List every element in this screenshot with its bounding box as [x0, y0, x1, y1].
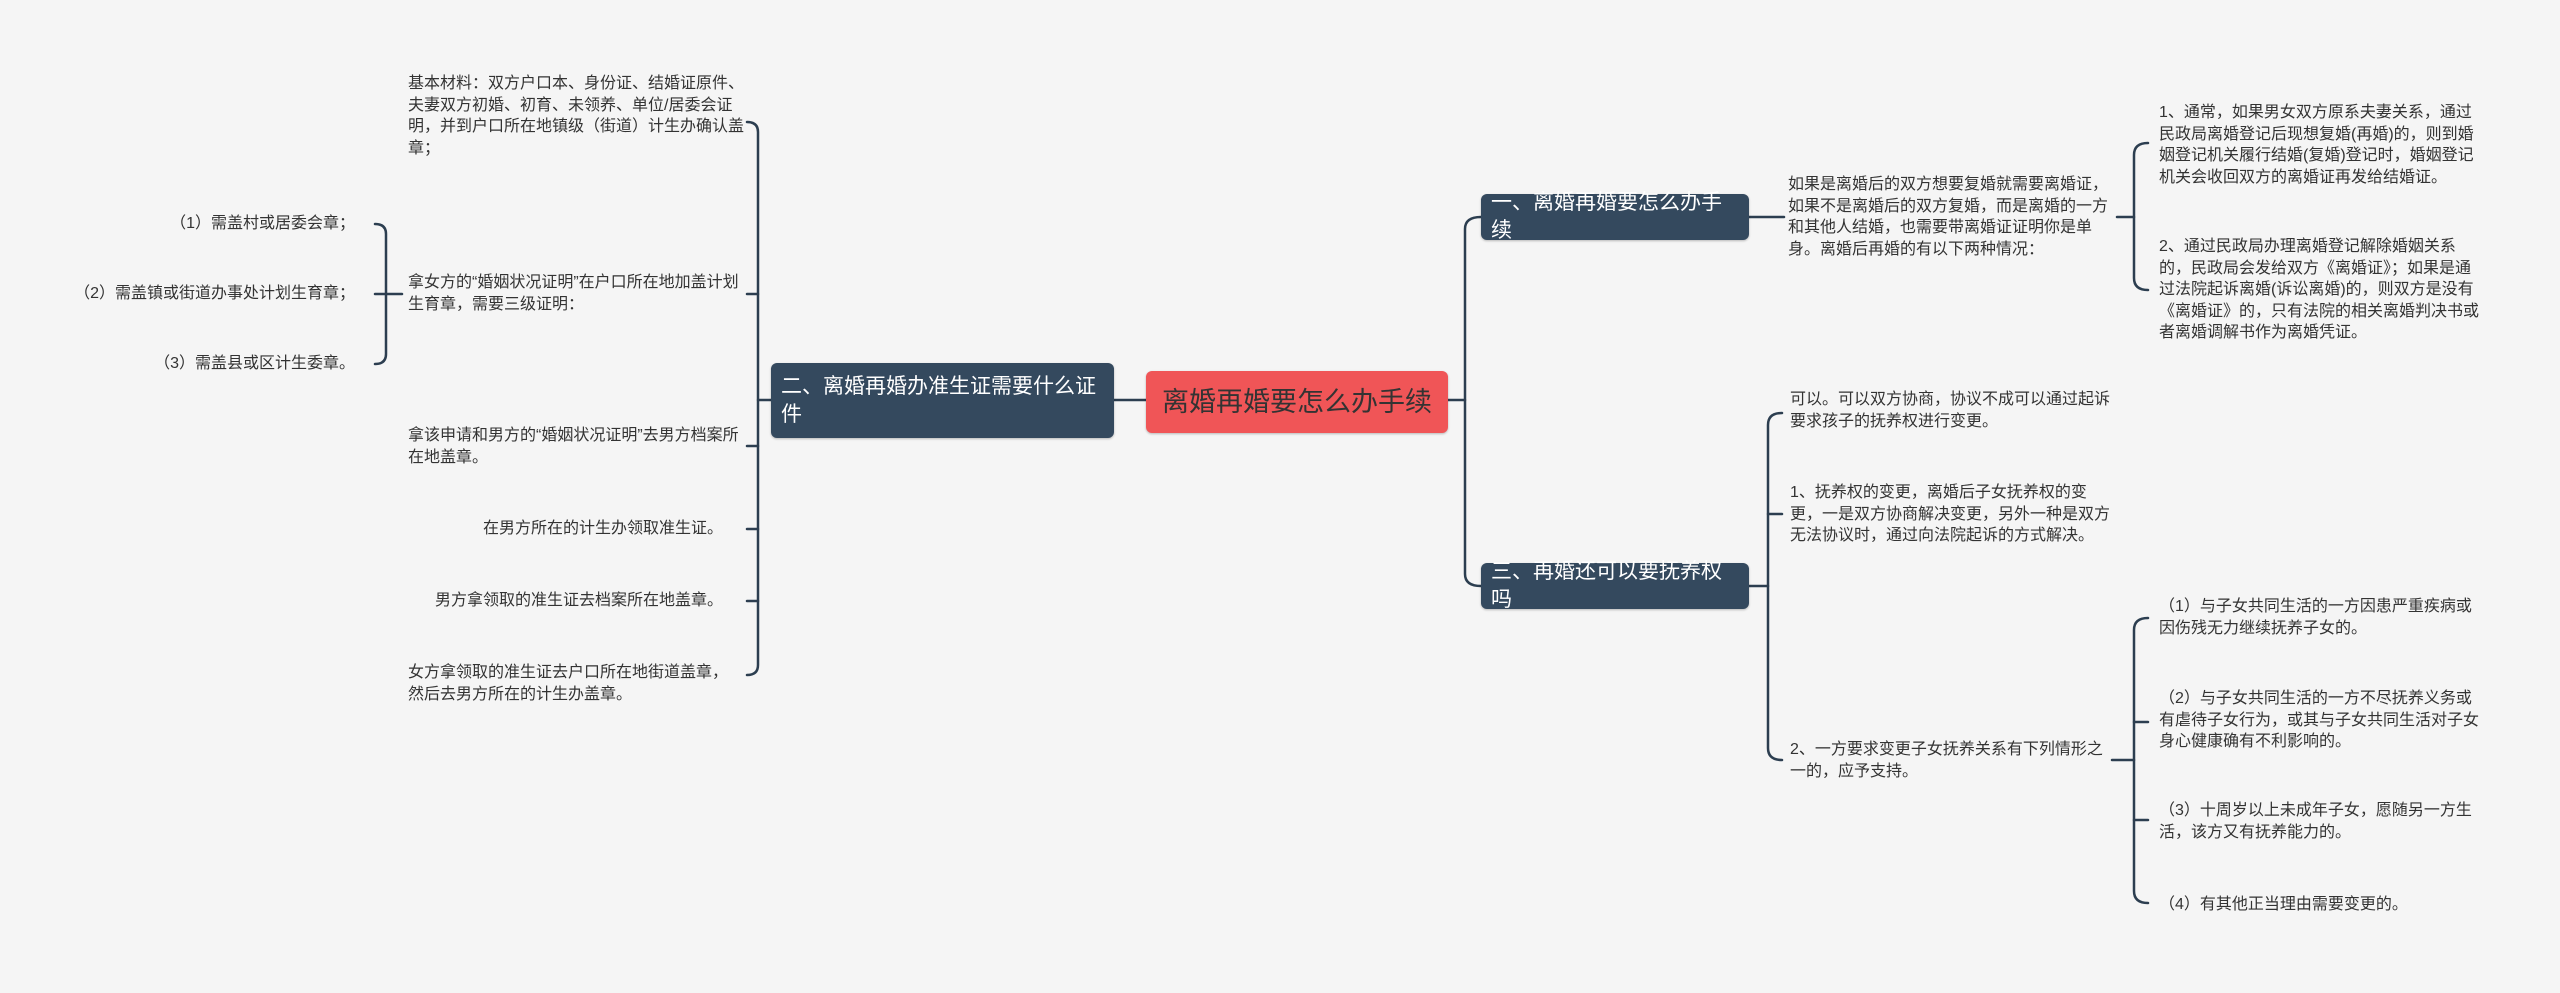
branch2-item[interactable]: 基本材料：双方户口本、身份证、结婚证原件、夫妻双方初婚、初育、未领养、单位/居委…: [408, 75, 745, 157]
branch2-item[interactable]: 在男方所在的计生办领取准生证。: [482, 520, 723, 537]
bracket: [2132, 616, 2150, 905]
branch2-item[interactable]: 男方拿领取的准生证去档案所在地盖章。: [434, 592, 723, 609]
branch3-sub-item[interactable]: （3）十周岁以上未成年子女，愿随另一方生活，该方又有抚养能力的。: [2159, 802, 2472, 841]
bracket: [1463, 215, 1483, 588]
connector: [2132, 720, 2150, 822]
branch1-label: 一、离婚再婚要怎么办手续: [1491, 191, 1722, 242]
branch1-item[interactable]: 2、通过民政局办理离婚登记解除婚姻关系的，民政局会发给双方《离婚证》；如果是通过…: [2159, 238, 2480, 341]
branch2-item[interactable]: 拿女方的“婚姻状况证明”在户口所在地加盖计划生育章，需要三级证明：: [408, 274, 739, 313]
bracket: [1766, 411, 1784, 762]
branch3-item[interactable]: 1、抚养权的变更，离婚后子女抚养权的变更，一是双方协商解决变更，另外一种是双方无…: [1790, 484, 2111, 544]
branch-node-2[interactable]: 二、离婚再婚办准生证需要什么证件: [771, 363, 1114, 438]
branch2-label: 二、离婚再婚办准生证需要什么证件: [781, 374, 1096, 426]
root-label: 离婚再婚要怎么办手续: [1162, 387, 1432, 417]
bracket: [745, 120, 760, 677]
branch-node-1[interactable]: 一、离婚再婚要怎么办手续: [1481, 191, 1749, 242]
branch3-label: 三、再婚还可以要抚养权吗: [1491, 560, 1722, 611]
branch2-item[interactable]: 拿该申请和男方的“婚姻状况证明”去男方档案所在地盖章。: [408, 427, 739, 466]
branch2-sub-item[interactable]: （3）需盖县或区计生委章。: [154, 355, 355, 372]
branch3-sub-item[interactable]: （2）与子女共同生活的一方不尽抚养义务或有虐待子女行为，或其与子女共同生活对子女…: [2159, 690, 2480, 750]
branch1-summary[interactable]: 如果是离婚后的双方想要复婚就需要离婚证，如果不是离婚后的双方复婚，而是离婚的一方…: [1788, 176, 2109, 258]
root-node[interactable]: 离婚再婚要怎么办手续: [1146, 371, 1448, 433]
branch3-item[interactable]: 可以。可以双方协商，协议不成可以通过起诉要求孩子的抚养权进行变更。: [1790, 391, 2111, 430]
bracket: [2132, 141, 2150, 292]
branch3-item[interactable]: 2、一方要求变更子女抚养关系有下列情形之一的，应予支持。: [1790, 741, 2103, 780]
branch2-sub-item[interactable]: （2）需盖镇或街道办事处计划生育章；: [74, 285, 355, 302]
connector: [745, 292, 760, 603]
branch2-sub-item[interactable]: （1）需盖村或居委会章；: [170, 215, 355, 232]
branch3-sub-item[interactable]: （1）与子女共同生活的一方因患严重疾病或因伤残无力继续抚养子女的。: [2159, 598, 2472, 637]
branch2-item[interactable]: 女方拿领取的准生证去户口所在地街道盖章，然后去男方所在的计生办盖章。: [408, 664, 729, 703]
branch-node-3[interactable]: 三、再婚还可以要抚养权吗: [1481, 560, 1749, 611]
branch1-item[interactable]: 1、通常，如果男女双方原系夫妻关系，通过民政局离婚登记后现想复婚(再婚)的，则到…: [2159, 104, 2474, 186]
branch3-sub-item[interactable]: （4）有其他正当理由需要变更的。: [2159, 896, 2408, 913]
